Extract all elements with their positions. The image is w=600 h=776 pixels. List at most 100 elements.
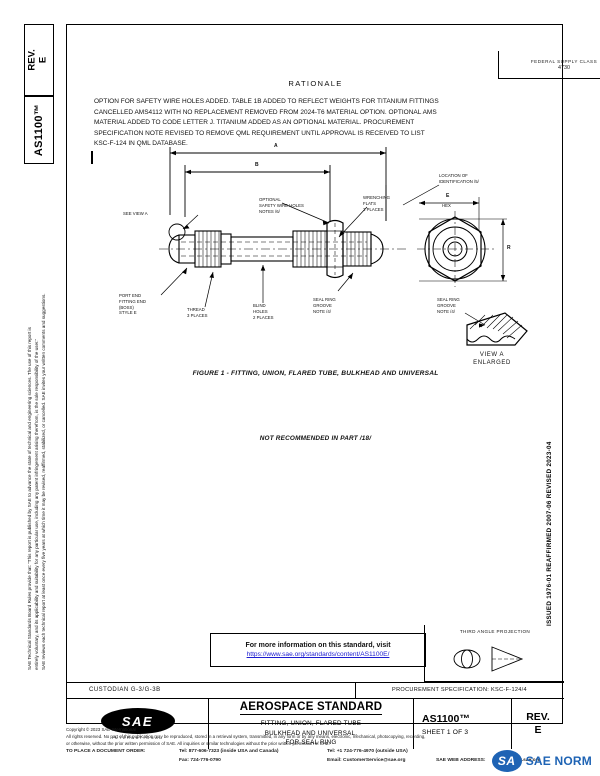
custodian-text: CUSTODIAN G-3/G-3B [89, 687, 161, 693]
rationale-line-4: SPECIFICATION NOTE REVISED TO REMOVE QML… [94, 129, 425, 137]
custodian-divider [355, 683, 357, 699]
label-wrenching-line1: WRENCHING [363, 195, 390, 200]
view-a-enlarged-caption: VIEW A ENLARGED [447, 351, 537, 367]
label-blind-holes-line2: HOLES [253, 308, 268, 314]
view-a-line1: VIEW A [479, 352, 505, 358]
dimension-a-text: A [274, 143, 278, 149]
label-seal-ring-enl-1: SEAL RING [437, 297, 460, 302]
footer-tel-outside: Tel: +1 724-776-4970 (outside USA) [327, 749, 408, 755]
third-angle-projection-box: THIRD ANGLE PROJECTION [424, 625, 564, 682]
revision-label: REV. [526, 710, 550, 723]
sae-disclaimer-vertical: SAE Technical Standards Board Rules prov… [26, 0, 60, 670]
rationale-heading: RATIONALE [288, 79, 343, 88]
sae-disclaimer-text: SAE Technical Standards Board Rules prov… [26, 170, 47, 670]
not-recommended-note: NOT RECOMMENDED IN PART /18/ [259, 435, 372, 442]
dimension-b-text: B [255, 162, 259, 168]
rationale-line-1: OPTION FOR SAFETY WIRE HOLES ADDED. TABL… [94, 98, 439, 105]
footer-email: Email: CustomerService@sae.org [327, 758, 406, 764]
watermark-mark: SA [497, 754, 516, 768]
fsc-label: FEDERAL SUPPLY CLASS [530, 58, 598, 64]
more-information-box: For more information on this standard, v… [210, 633, 426, 667]
footer-tel-inside: Tel: 877-606-7323 (inside USA and Canada… [179, 749, 279, 755]
label-thread-line1: THREAD [187, 307, 205, 312]
document-frame: FEDERAL SUPPLY CLASS 4730 RATIONALE OPTI… [66, 24, 600, 749]
label-blind-holes: BLIND HOLES 2 PLACES [253, 303, 274, 320]
third-angle-projection-caption: THIRD ANGLE PROJECTION [459, 629, 531, 634]
label-optional-safety-line1: OPTIONAL [259, 197, 281, 202]
disclaimer-line-2: entirely voluntary, and its applicabilit… [34, 338, 40, 670]
watermark-logo-oval: SA [491, 750, 522, 772]
revision-tab: REV. E [24, 24, 54, 96]
figure-caption: FIGURE 1 - FITTING, UNION, FLARED TUBE, … [192, 370, 439, 377]
watermark-text: SAE NORM [525, 754, 592, 768]
rationale-line-5: KSC-F-124 IN QML DATABASE. [94, 140, 188, 148]
footer-contact-block: TO PLACE A DOCUMENT ORDER: Tel: 877-606-… [66, 748, 563, 768]
footer-web-label: SAE WEB ADDRESS: [436, 758, 486, 764]
change-bar-marker [91, 151, 93, 164]
sae-norm-watermark: SA SAE NORM [491, 750, 592, 772]
label-port-end: PORT END FITTING END (BOSS) STYLE E [119, 293, 146, 316]
label-port-end-line3: (BOSS) [119, 304, 134, 310]
dimension-r-text: R [507, 245, 511, 251]
document-title-line2: BULKHEAD AND UNIVERSAL, [264, 729, 358, 737]
footer-rights-line1: All rights reserved. No part of this pub… [66, 734, 426, 740]
standard-url-link[interactable]: https://www.sae.org/standards/content/AS… [246, 651, 390, 658]
footer-rights-line2: or otherwise, without the prior written … [66, 741, 330, 747]
label-hex: HEX [442, 203, 451, 208]
title-block: SAE INTERNATIONAL AEROSPACE STANDARD FIT… [67, 698, 564, 749]
view-a-line2: ENLARGED [473, 360, 511, 367]
document-title-line1: FITTING, UNION, FLARED TUBE [260, 720, 362, 728]
document-type-title: AEROSPACE STANDARD [239, 701, 383, 716]
label-seal-ring-enl-3: NOTE /4/ [437, 308, 455, 314]
disclaimer-line-1: SAE Technical Standards Board Rules prov… [27, 327, 32, 670]
label-optional-safety-wire: OPTIONAL SAFETY WIRE HOLES NOTES /6/ [259, 197, 304, 214]
label-blind-holes-line1: BLIND [253, 303, 266, 308]
fsc-value: 4730 [558, 64, 570, 71]
title-block-title-cell: AEROSPACE STANDARD FITTING, UNION, FLARE… [209, 699, 414, 749]
rationale-line-2: CANCELLED AMS4112 WITH NO REPLACEMENT RE… [94, 108, 437, 116]
sae-logo-subtitle: INTERNATIONAL [112, 736, 163, 740]
label-seal-groove-line1: SEAL RING [313, 297, 336, 302]
federal-supply-class-box: FEDERAL SUPPLY CLASS 4730 [498, 51, 600, 79]
sae-logo: SAE INTERNATIONAL [100, 708, 175, 740]
standard-number: AS1100™ [422, 712, 470, 725]
label-port-end-line2: FITTING END [119, 298, 146, 304]
document-title: FITTING, UNION, FLARED TUBE BULKHEAD AND… [261, 719, 361, 747]
label-blind-holes-line3: 2 PLACES [253, 314, 274, 320]
label-seal-groove-line3: NOTE /4/ [313, 308, 331, 314]
title-block-number-cell: AS1100™ SHEET 1 OF 3 [414, 699, 512, 749]
label-seal-ring-groove: SEAL RING GROOVE NOTE /4/ [313, 297, 336, 314]
more-info-label: For more information on this standard, v… [245, 642, 391, 649]
label-thread: THREAD 3 PLACES [187, 307, 208, 319]
label-location-id-line2: IDENTIFICATION /5/ [439, 178, 479, 184]
procurement-spec-text: PROCUREMENT SPECIFICATION: KSC-F-124/4 [392, 687, 527, 693]
label-seal-ring-enl-2: GROOVE [437, 302, 456, 308]
footer-copyright: Copyright © 2023 SAE International [66, 727, 136, 732]
sheet-number: SHEET 1 OF 3 [422, 728, 469, 736]
sae-logo-mark: SAE [121, 713, 154, 729]
label-wrenching-line3: 2 PLACES [363, 206, 384, 212]
sae-logo-oval: SAE [100, 708, 175, 734]
label-optional-safety-line3: NOTES /6/ [259, 208, 280, 214]
page-footer: Copyright © 2023 SAE International All r… [66, 726, 563, 768]
disclaimer-line-3: SAE reviews each technical report at lea… [41, 293, 47, 670]
revision-value: E [534, 724, 542, 736]
label-port-end-line4: STYLE E [119, 310, 137, 316]
standard-number-tab: AS1100™ [24, 96, 54, 164]
document-title-line3: FOR SEAL RING [285, 739, 337, 747]
label-optional-safety-line2: SAFETY WIRE HOLES [259, 202, 304, 208]
custodian-row: CUSTODIAN G-3/G-3B PROCUREMENT SPECIFICA… [67, 682, 564, 699]
label-seal-groove-line2: GROOVE [313, 302, 332, 308]
label-port-end-line1: PORT END [119, 293, 142, 298]
rationale-line-3: MATERIAL ADDED TO CODE LETTER J. TITANIU… [94, 119, 415, 127]
label-location-id-line1: LOCATION OF [439, 173, 468, 178]
footer-order-label: TO PLACE A DOCUMENT ORDER: [66, 749, 146, 755]
title-block-revision-cell: REV. E [512, 699, 564, 749]
label-location-identification: LOCATION OF IDENTIFICATION /5/ [439, 173, 479, 185]
rationale-body: OPTION FOR SAFETY WIRE HOLES ADDED. TABL… [94, 97, 542, 150]
label-see-view-a: SEE VIEW A [123, 211, 148, 216]
label-wrenching-line2: FLATS [363, 200, 377, 206]
title-block-logo-cell: SAE INTERNATIONAL [67, 699, 209, 749]
label-wrenching-flats: WRENCHING FLATS 2 PLACES [363, 195, 390, 212]
